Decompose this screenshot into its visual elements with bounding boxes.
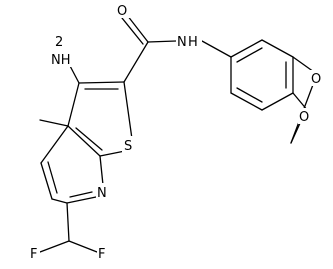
bond-c3-c3a xyxy=(67,82,80,127)
bond-c3a-c4 xyxy=(40,125,69,164)
thiophene-sulfur: S xyxy=(122,136,136,154)
bond-c4-c5 xyxy=(40,162,53,200)
bond-c6-n-inner xyxy=(69,191,93,198)
fluorine-left: F xyxy=(28,244,40,262)
fluorine-right: F xyxy=(97,244,109,262)
bond-carbonyl-c2 xyxy=(123,41,149,83)
bond-bz-4-5 xyxy=(261,92,294,111)
amide-h-label: H xyxy=(188,35,198,50)
dioxole-oxygen-upper: O xyxy=(310,70,324,87)
bond-carbonyl-n xyxy=(147,40,177,43)
pyridine-n-label: N xyxy=(97,186,107,201)
amide-n-label: N xyxy=(177,35,187,50)
amino-nh-label: NH xyxy=(51,53,71,68)
bond-bz-2-3 xyxy=(261,39,294,58)
dioxole-o1-label: O xyxy=(311,72,321,87)
atom-labels: O N H NH 2 S N F F O xyxy=(28,2,324,262)
dioxole-oxygen-lower: O xyxy=(298,108,312,125)
bond-n-c7a xyxy=(99,155,104,186)
bond-n-aryl xyxy=(201,40,232,58)
bond-carbonyl-double-b xyxy=(121,17,144,45)
bond-s-c7a xyxy=(99,150,126,157)
bond-c5-c6 xyxy=(51,198,68,204)
bond-bz-1-2 xyxy=(230,39,263,58)
bond-bz-5-6-inner xyxy=(236,87,263,103)
bond-c4-c5-inner xyxy=(47,161,58,194)
fluorine-right-label: F xyxy=(98,247,105,262)
bond-bz3-o1 xyxy=(292,56,315,73)
bond-chf2-fr xyxy=(68,240,98,253)
fluorine-left-label: F xyxy=(30,247,37,262)
bond-bz-5-6 xyxy=(230,92,263,111)
bond-c3a-c7a-inner xyxy=(75,127,103,151)
amide-nitrogen: N H xyxy=(176,31,202,50)
bond-chf2-fl xyxy=(39,240,70,253)
bond-c3a-c7a xyxy=(67,125,101,157)
bond-carbonyl-double-a xyxy=(126,14,149,43)
bond-c2-s xyxy=(123,81,133,140)
bond-c6-chf2 xyxy=(66,202,70,242)
amino-subscript-2: 2 xyxy=(55,35,63,50)
carbonyl-oxygen: O xyxy=(116,2,130,19)
bonds xyxy=(39,14,315,253)
dioxole-o2-label: O xyxy=(299,110,309,125)
amino-group: NH 2 xyxy=(51,35,81,68)
bond-c2-c3 xyxy=(78,81,125,84)
pyridine-nitrogen: N xyxy=(96,183,110,201)
sulfur-label: S xyxy=(124,139,132,154)
bond-c6-n xyxy=(66,196,97,204)
bond-c3-nh2 xyxy=(68,63,80,84)
carbonyl-oxygen-label: O xyxy=(117,4,127,19)
bond-c4-methyl xyxy=(39,119,69,127)
bond-bz-1-2-inner xyxy=(236,47,263,63)
